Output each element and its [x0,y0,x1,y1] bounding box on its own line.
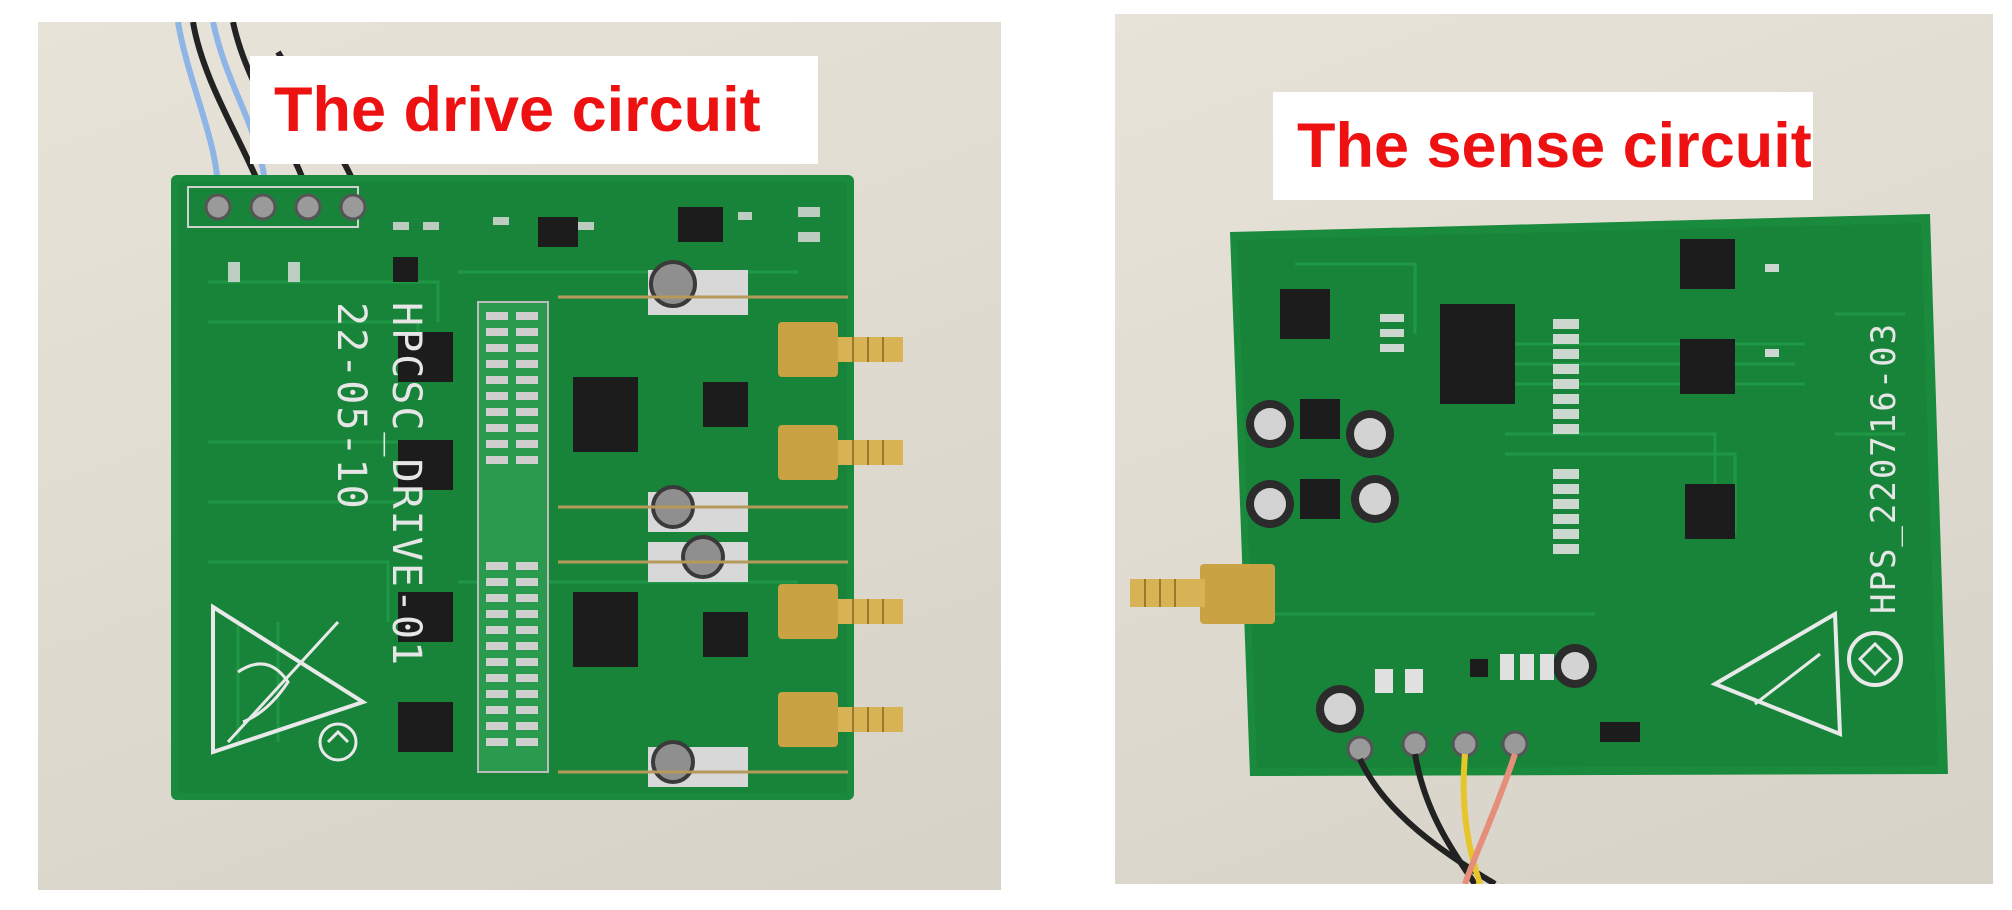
sense-circuit-board-image: HPS_220716-03 [1130,214,1948,884]
esd-warning-triangle-icon [1710,610,1843,738]
recycle-logo-icon [1847,631,1903,687]
sense-ics [1280,239,1735,742]
output-wires [1357,753,1518,884]
drive-circuit-board-image: HPCSC_DRIVE-01 22-05-10 [171,22,903,800]
sma-connectors [778,322,903,747]
sense-circuit-caption: The sense circuit [1297,110,1812,181]
capacitors [1246,400,1597,733]
header-pins [477,301,549,773]
sense-circuit-photo: HPS_220716-03 The sense circuit [1115,14,1993,884]
driver-ics [398,332,453,752]
recycle-logo-icon [318,722,358,762]
drive-circuit-caption-box: The drive circuit [250,56,818,164]
power-terminals [187,186,367,228]
silkscreen-board-name: HPCSC_DRIVE-01 [383,302,429,667]
esd-warning-triangle-icon [211,603,368,755]
silkscreen-board-name: HPS_220716-03 [1864,322,1904,614]
sense-circuit-caption-box: The sense circuit [1273,92,1813,200]
sma-connector [1130,564,1275,624]
silkscreen-board-date: 22-05-10 [328,302,374,511]
signal-terminals [1346,730,1529,763]
drive-circuit-photo: HPCSC_DRIVE-01 22-05-10 The drive circui… [38,22,1001,890]
amplifier-ics [573,377,748,667]
board-silkscreen-text: HPCSC_DRIVE-01 22-05-10 [328,302,429,667]
drive-circuit-caption: The drive circuit [274,74,761,145]
